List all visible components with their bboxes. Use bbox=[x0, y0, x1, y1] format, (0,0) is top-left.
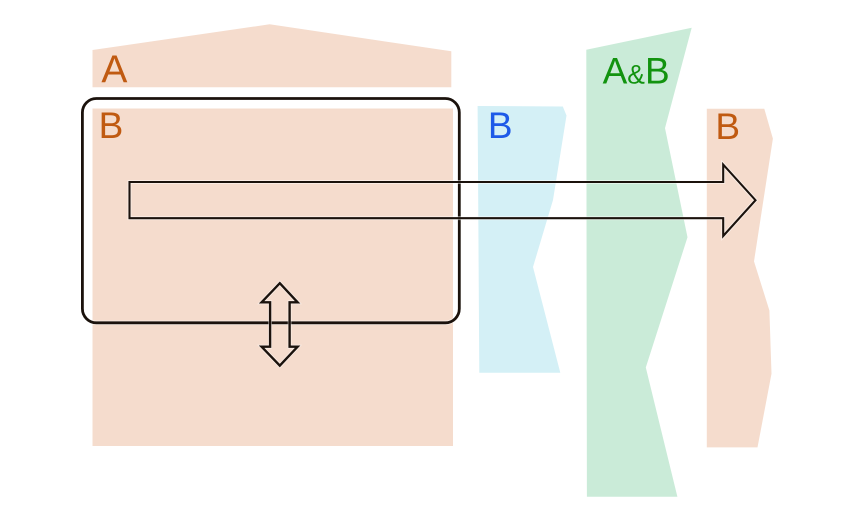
svg-text:B: B bbox=[488, 105, 513, 146]
svg-text:A: A bbox=[101, 49, 127, 92]
svg-text:B: B bbox=[99, 105, 124, 146]
svg-text:B: B bbox=[715, 106, 740, 147]
